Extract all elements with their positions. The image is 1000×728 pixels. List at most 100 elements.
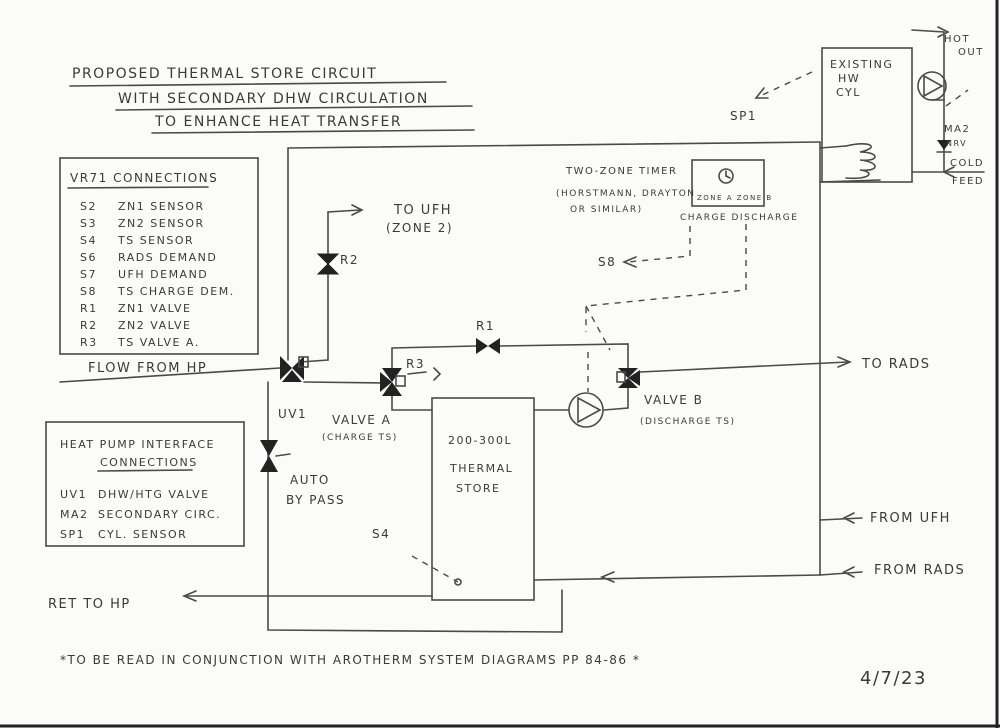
secondary-pump-triangle (923, 74, 944, 98)
vr71-heading: VR71 CONNECTIONS (70, 171, 218, 185)
bypass-valve-bottom (260, 456, 278, 472)
valve-control-line (585, 224, 747, 332)
vr71-row-code: S8 (80, 285, 97, 298)
timer-label-3: OR SIMILAR) (570, 205, 643, 215)
hp-interface-row-code: UV1 (60, 488, 87, 501)
cylinder-label-1: EXISTING (830, 58, 893, 71)
clock-hand-2 (725, 175, 731, 179)
title-underline-1 (69, 81, 447, 87)
vr71-row-desc: TS SENSOR (117, 234, 194, 247)
valve-a-left (380, 372, 392, 392)
sp1-leader (759, 71, 813, 97)
zone-2-label: (ZONE 2) (386, 221, 453, 235)
pipe-valve-a-to-store (391, 395, 433, 411)
secondary-pump-circle (917, 71, 947, 101)
date-label: 4/7/23 (860, 668, 927, 689)
vr71-row-desc: TS VALVE A. (117, 336, 200, 349)
vr71-row-code: S3 (80, 217, 97, 230)
pipe-top-to-cylinder (287, 141, 821, 149)
arrow-store-return (599, 571, 615, 583)
pipe-uv1-to-valve-a (303, 381, 386, 384)
pump-icon (568, 392, 604, 428)
valve-a (380, 368, 406, 396)
s8-label: S8 (598, 255, 616, 269)
valve-b (616, 368, 640, 388)
pipe-bypass-loop (267, 381, 563, 633)
valve-uv1-actuator (298, 356, 309, 368)
pipe-to-ufh (299, 209, 361, 363)
pipe-r1-to-valve-b (499, 343, 629, 369)
cold-feed-label-1: COLD (950, 158, 984, 169)
vr71-row-code: S6 (80, 251, 97, 264)
r1-label: R1 (476, 319, 495, 333)
r3-label: R3 (406, 357, 425, 371)
pipework (59, 141, 881, 633)
pipe-cold-feed (911, 99, 945, 173)
timer-label-1: TWO-ZONE TIMER (565, 166, 677, 177)
thermal-store-label-1: THERMAL (449, 462, 513, 475)
hp-interface-row-desc: SECONDARY CIRC. (98, 508, 221, 521)
arrow-ret-to-hp (181, 590, 197, 602)
valve-uv1-bottom (282, 370, 302, 382)
diagram-title: PROPOSED THERMAL STORE CIRCUIT WITH SECO… (69, 66, 475, 134)
pump-circle (568, 392, 604, 428)
hp-interface-heading-2: CONNECTIONS (100, 456, 198, 469)
vr71-row-code: R2 (80, 319, 98, 332)
pipe-from-ufh (819, 517, 863, 521)
valve-b-sublabel: (DISCHARGE TS) (640, 417, 736, 427)
two-zone-timer: ZONE A ZONE B TWO-ZONE TIMER (HORSTMANN,… (556, 159, 797, 223)
cylinder-label-3: CYL (836, 86, 861, 99)
vr71-heading-underline (67, 186, 209, 189)
vr71-row-code: S4 (80, 234, 97, 247)
valve-r1-left (476, 338, 488, 354)
nrv-icon (937, 140, 951, 150)
footnote: *TO BE READ IN CONJUNCTION WITH AROTHERM… (60, 653, 640, 667)
auto-label: AUTO (290, 473, 330, 487)
thermal-store-size: 200-300L (448, 434, 512, 447)
vr71-row-desc: RADS DEMAND (118, 251, 217, 264)
vr71-row-desc: ZN2 VALVE (118, 319, 192, 332)
valve-b-right (628, 370, 640, 386)
title-line-1: PROPOSED THERMAL STORE CIRCUIT (72, 66, 377, 82)
cylinder-body (821, 47, 913, 183)
to-ufh-label: TO UFH (393, 203, 452, 218)
thermal-store-tank (431, 397, 535, 601)
arrow-to-rads (837, 356, 853, 368)
hp-interface-heading-1: HEAT PUMP INTERFACE (60, 438, 215, 451)
valve-r2 (316, 253, 340, 275)
hp-interface-box (45, 421, 245, 547)
vr71-row-desc: UFH DEMAND (118, 268, 208, 281)
valve-b-control-line (585, 305, 611, 351)
vr71-row-code: S7 (80, 268, 97, 281)
hp-interface-row-code: MA2 (60, 508, 89, 521)
hot-out-label-1: HOT (944, 34, 970, 45)
pipe-from-rads (819, 571, 863, 576)
ma2-label: MA2 (944, 124, 970, 135)
arrow-from-rads (842, 566, 855, 578)
valve-uv1-right (292, 356, 304, 380)
ma2-leader (945, 89, 969, 107)
hp-interface-row-desc: CYL. SENSOR (98, 528, 187, 541)
valve-b-label: VALVE B (644, 393, 703, 407)
valve-r2-bottom (316, 263, 340, 275)
cylinder-label-2: HW (838, 72, 860, 85)
to-rads-label: TO RADS (861, 357, 930, 372)
from-ufh-label: FROM UFH (870, 511, 951, 526)
existing-hw-cylinder: EXISTING HW CYL (819, 26, 985, 183)
pipe-hot-out (911, 29, 945, 101)
valve-a-actuator (395, 375, 406, 387)
arrow-to-ufh (351, 204, 364, 216)
cylinder-coil-icon (845, 143, 876, 180)
r2-label: R2 (340, 253, 359, 267)
valve-a-top (382, 368, 402, 382)
cold-feed-label-2: FEED (952, 176, 984, 187)
hot-out-label-2: OUT (958, 47, 984, 58)
timer-box (691, 159, 765, 207)
diagram-labels: FLOW FROM HP RET TO HP TO UFH (ZONE 2) T… (48, 34, 984, 612)
thermal-store-label-2: STORE (456, 482, 500, 495)
pipe-flow-from-hp (59, 367, 281, 383)
